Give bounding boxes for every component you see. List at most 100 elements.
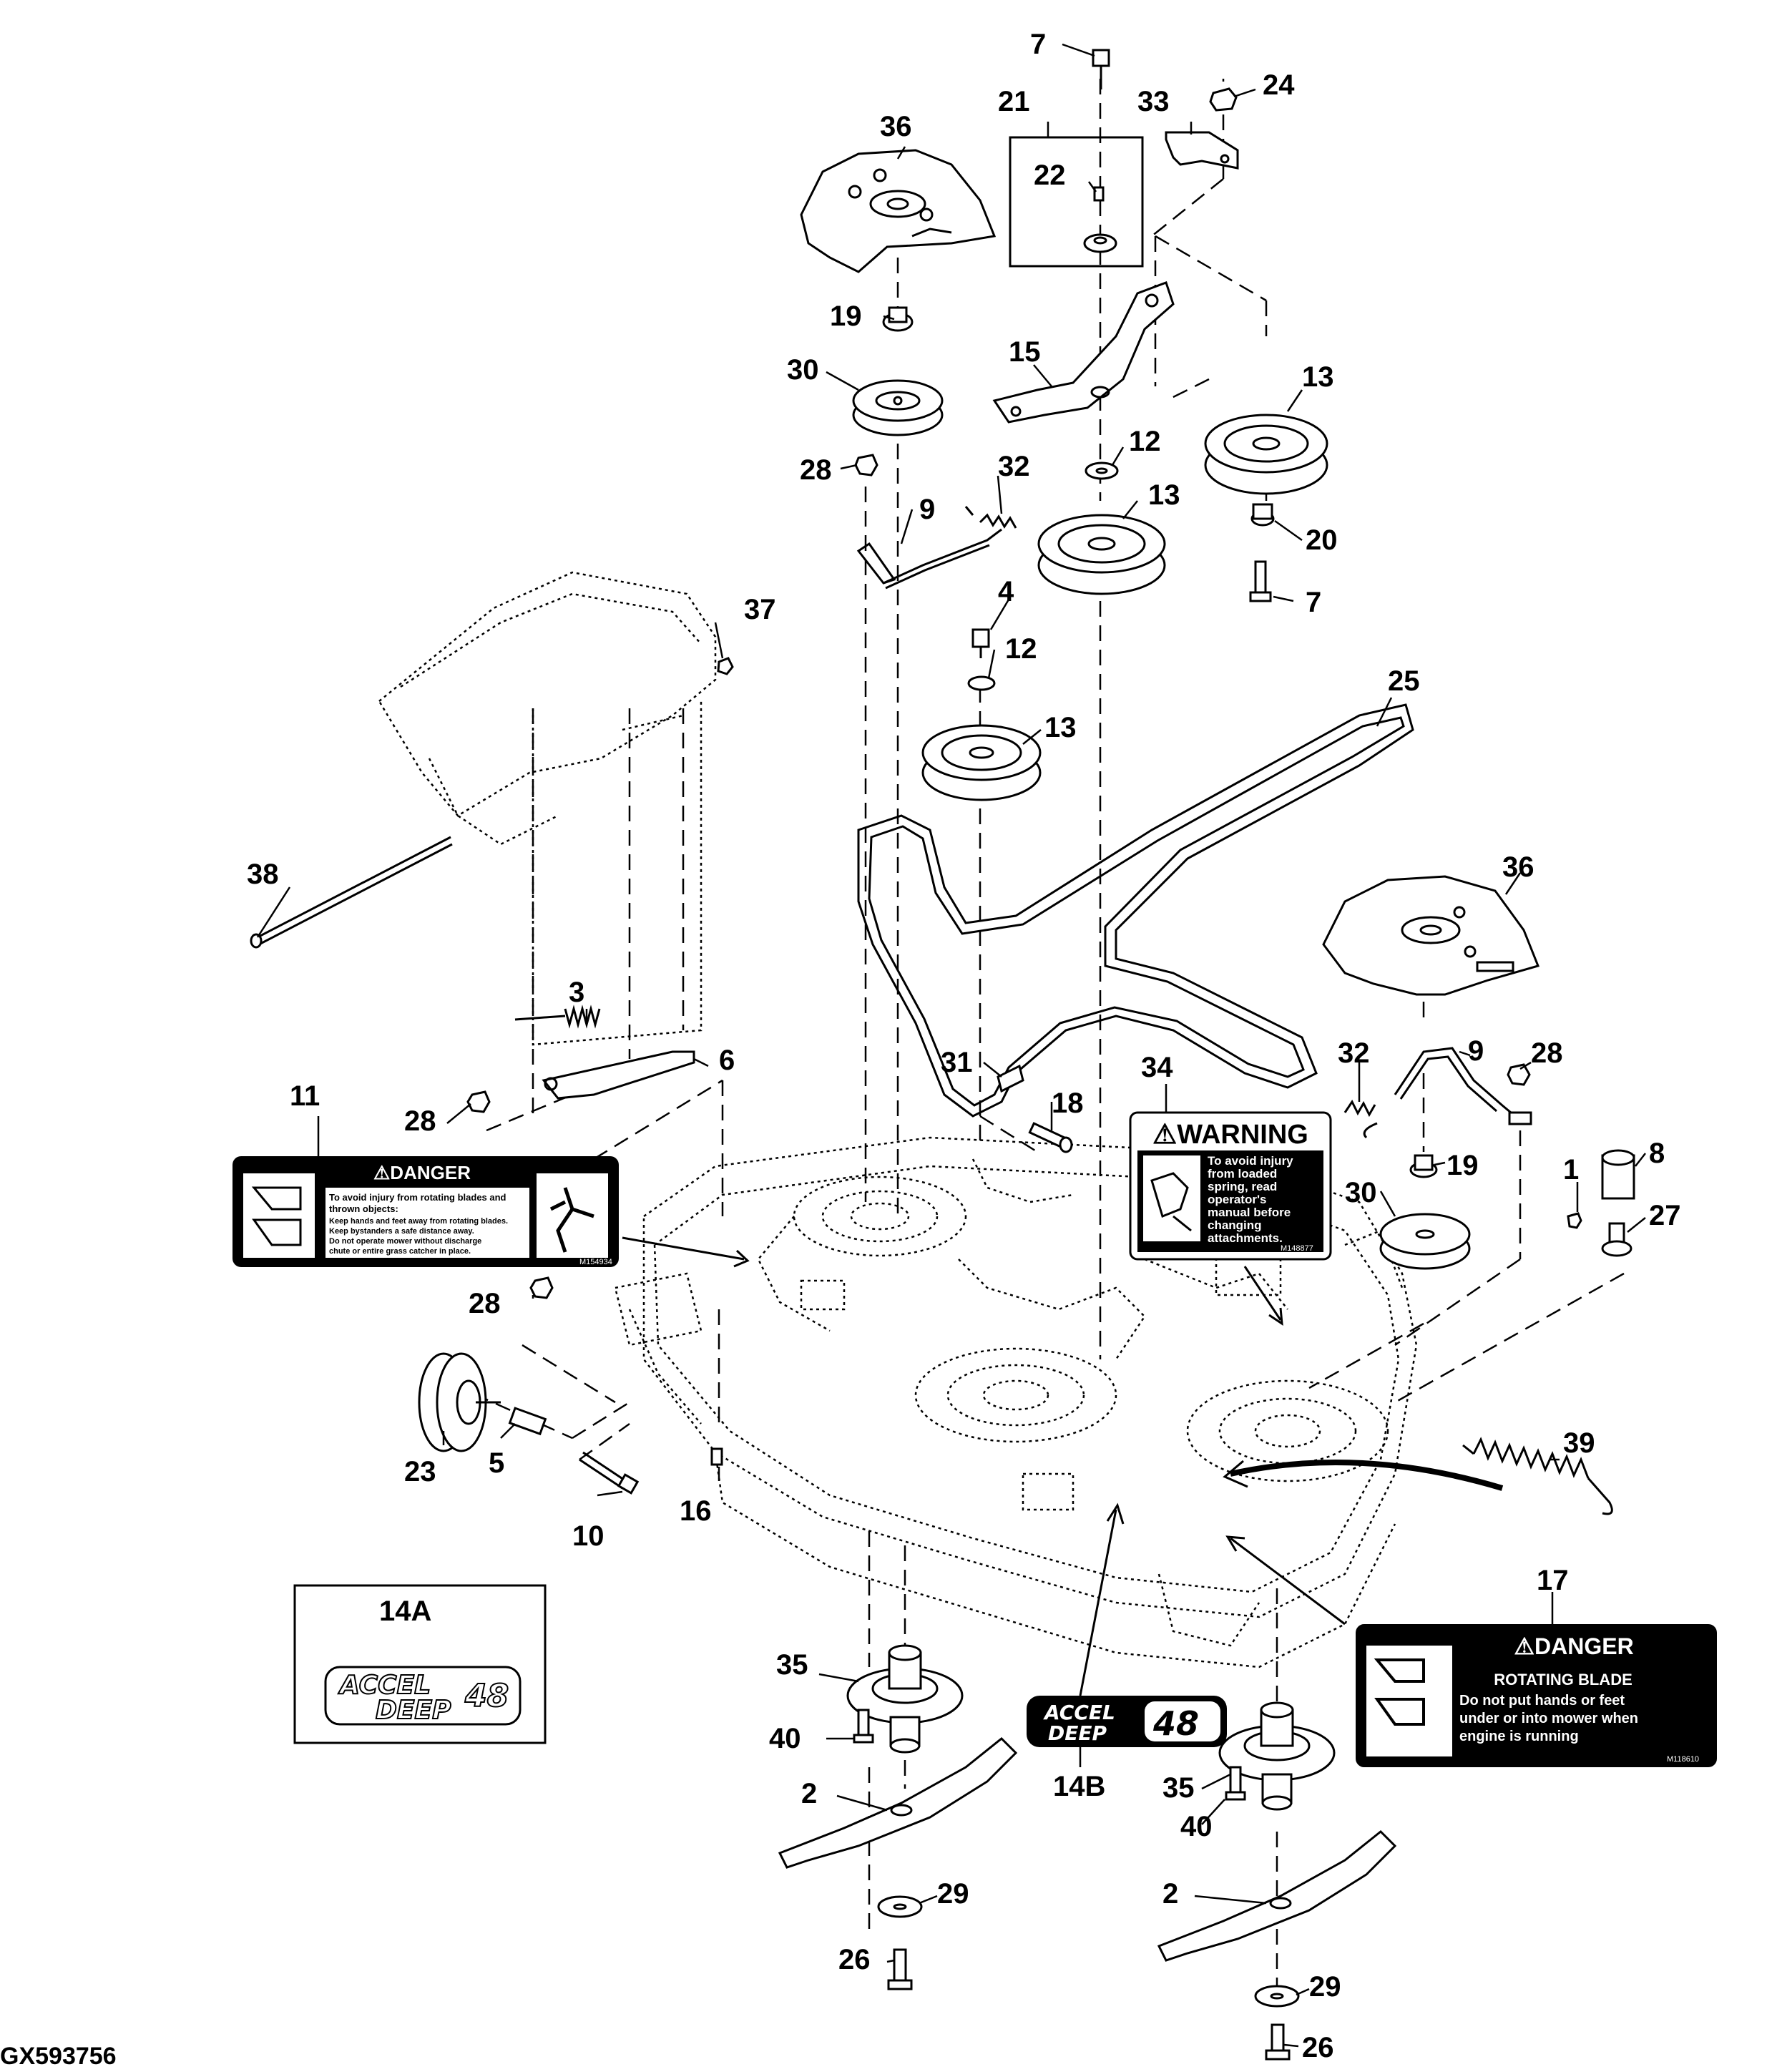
part-26-bolt-right [1265, 2023, 1291, 2061]
decal-11-line2: thrown objects: [329, 1203, 398, 1214]
callout-1: 1 [1563, 1154, 1579, 1186]
part-28-nut-c [466, 1090, 491, 1113]
callout-30a: 30 [787, 354, 819, 386]
callout-9a: 9 [919, 494, 935, 525]
part-1-bolt [1567, 1212, 1582, 1229]
logo-14a-box: ACCEL DEEP 48 [293, 1584, 547, 1744]
callout-6: 6 [719, 1045, 735, 1076]
part-7-bolt-top [1092, 49, 1110, 89]
callout-35a: 35 [776, 1649, 808, 1681]
part-28-nut-a [854, 454, 878, 477]
callout-8: 8 [1649, 1138, 1665, 1169]
logo-14b: ACCEL DEEP 48 [1027, 1696, 1227, 1747]
part-33-bracket [1165, 131, 1239, 170]
decal-11-line5: Do not operate mower without discharge [329, 1237, 481, 1246]
decal-34-line4: operator's [1208, 1193, 1266, 1206]
part-29-washer-right [1254, 1985, 1300, 2008]
part-12-washer-b [967, 675, 996, 691]
part-37-nut [717, 657, 734, 675]
decal-11-line6: chute or entire grass catcher in place. [329, 1247, 471, 1256]
callout-33: 33 [1137, 86, 1170, 117]
part-21-kit-box [1009, 136, 1144, 268]
part-30-pulley-top [852, 379, 944, 436]
callout-2b: 2 [1162, 1878, 1178, 1910]
part-35-spindle-left [846, 1644, 964, 1754]
logo-14b-num: 48 [1152, 1704, 1199, 1743]
part-5-spacer [508, 1407, 547, 1436]
callout-20: 20 [1306, 524, 1338, 556]
callout-21: 21 [998, 86, 1030, 117]
decal-11-line4: Keep bystanders a safe distance away. [329, 1227, 474, 1236]
callout-36b: 36 [1502, 851, 1534, 883]
callout-28c: 28 [469, 1288, 501, 1319]
callout-9b: 9 [1468, 1035, 1484, 1067]
callout-3: 3 [569, 977, 584, 1008]
decal-17-line2: Do not put hands or feet [1459, 1693, 1625, 1709]
callout-26b: 26 [1302, 2032, 1334, 2063]
part-23-wheel [418, 1352, 501, 1452]
callout-7b: 7 [1306, 587, 1321, 618]
part-24-nut [1209, 87, 1238, 112]
part-39-spring [1462, 1437, 1613, 1515]
decal-34-line5: manual before [1208, 1206, 1291, 1219]
part-2-blade-right [1157, 1829, 1397, 1962]
decal-11-line3: Keep hands and feet away from rotating b… [329, 1217, 508, 1226]
decal-34-warning: ⚠WARNING To avoid injury from loaded spr… [1129, 1111, 1332, 1261]
part-16-bolt [710, 1447, 723, 1466]
callout-29b: 29 [1309, 1971, 1341, 2003]
part-2-blade-left [778, 1736, 1018, 1869]
part-13-pulley-left [921, 724, 1042, 801]
callout-13a: 13 [1148, 479, 1180, 511]
hand-hazard-icon [251, 1186, 302, 1246]
foot-hazard-icon [1374, 1658, 1425, 1726]
callout-38: 38 [247, 859, 279, 890]
decal-17-danger: ⚠DANGER ROTATING BLADE Do not put hands … [1356, 1624, 1717, 1767]
part-18-pin [1028, 1122, 1073, 1153]
logo-14a-word2: DEEP [376, 1696, 451, 1725]
callout-13c: 13 [1044, 712, 1077, 743]
part-36-shield-right [1322, 875, 1540, 996]
part-6-bracket [542, 1050, 695, 1100]
callouts: 7 21 22 33 24 36 19 30 15 28 32 9 12 13 … [247, 29, 1681, 2063]
callout-14b: 14B [1053, 1771, 1105, 1802]
callout-22: 22 [1034, 160, 1066, 191]
part-13-pulley-right [1204, 414, 1328, 495]
callout-12a: 12 [1129, 426, 1161, 457]
callout-29a: 29 [937, 1878, 969, 1910]
part-28-nut-d [529, 1276, 554, 1299]
part-9-rod-top [856, 528, 1002, 590]
part-19-bushing-top [882, 306, 914, 332]
part-30-pulley-right [1379, 1213, 1471, 1270]
decal-34-line6: changing [1208, 1218, 1262, 1232]
part-chute-assembly-ghost [378, 571, 717, 1046]
callout-39: 39 [1563, 1427, 1595, 1459]
part-27-axle [1601, 1222, 1632, 1257]
callout-18: 18 [1052, 1088, 1084, 1119]
part-36-shield-top [800, 149, 997, 273]
decal-11-code: M154934 [579, 1258, 612, 1266]
decal-17-code: M118610 [1667, 1755, 1699, 1764]
callout-30b: 30 [1345, 1177, 1377, 1208]
decal-34-line7: attachments. [1208, 1231, 1283, 1245]
alignment-lines [429, 79, 1625, 2003]
spring-hazard-icon [1150, 1172, 1192, 1232]
part-38-rod [250, 836, 453, 949]
part-29-washer-left [877, 1895, 923, 1918]
callout-5: 5 [489, 1447, 504, 1479]
callout-34: 34 [1141, 1052, 1173, 1083]
part-8-roller [1601, 1149, 1635, 1200]
decal-34-code: M148877 [1281, 1244, 1313, 1253]
callout-28d: 28 [1531, 1037, 1563, 1069]
part-20-spacer [1250, 503, 1275, 527]
part-19-bushing-right [1409, 1154, 1438, 1178]
callout-19a: 19 [830, 300, 862, 332]
part-25-belt [857, 703, 1414, 1118]
callout-17: 17 [1537, 1565, 1569, 1596]
part-40-bolt-right [1225, 1766, 1246, 1801]
callout-10: 10 [572, 1520, 604, 1552]
decal-34-header: ⚠WARNING [1152, 1120, 1308, 1150]
logo-14a-word1: ACCEL [338, 1671, 431, 1700]
decal-34-line3: spring, read [1208, 1180, 1277, 1193]
callout-15: 15 [1009, 336, 1041, 368]
